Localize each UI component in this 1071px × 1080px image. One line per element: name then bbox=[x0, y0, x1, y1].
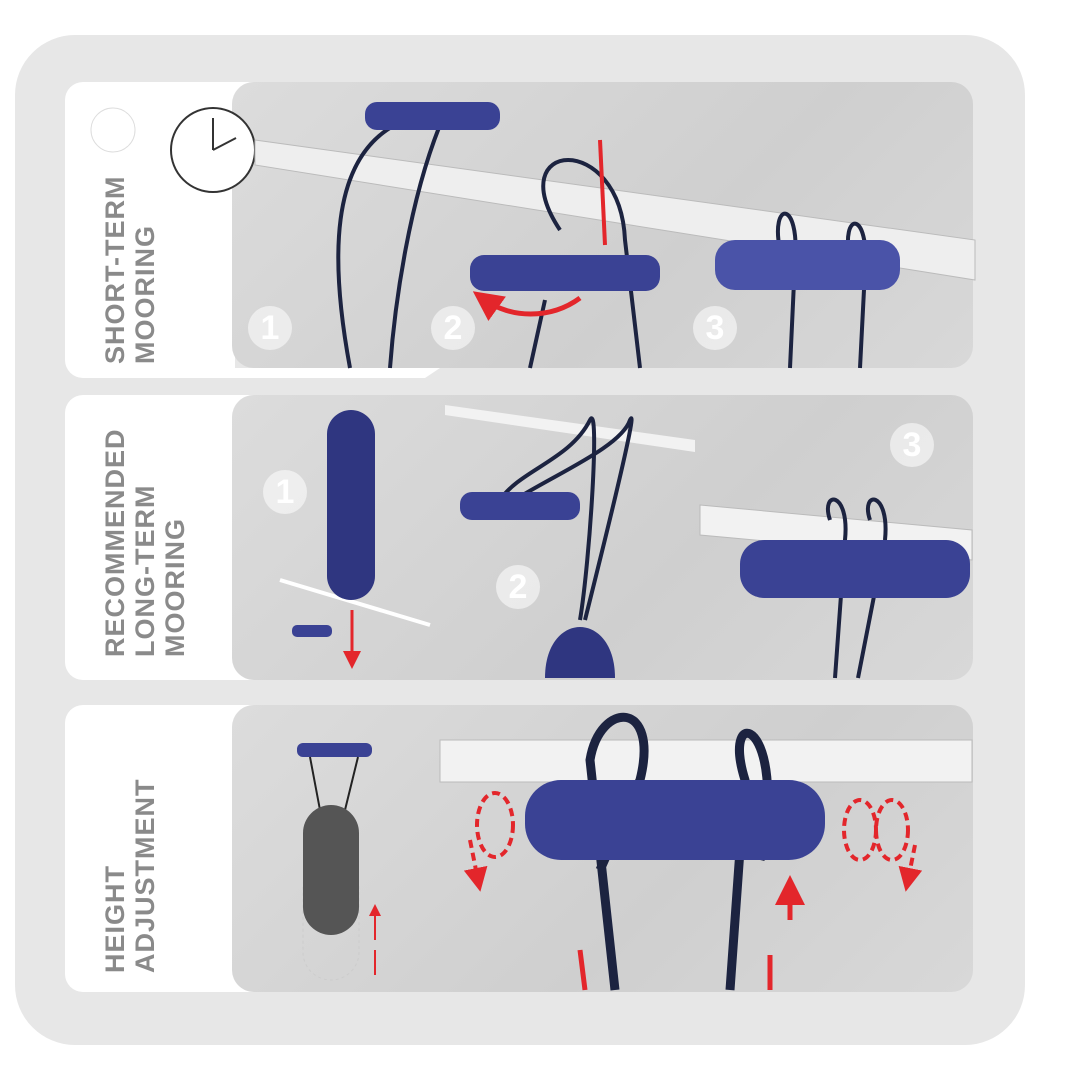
toggle-icon bbox=[292, 625, 332, 637]
step-number-3: 3 bbox=[693, 306, 737, 350]
toggle-icon bbox=[460, 492, 580, 520]
step-number-2: 2 bbox=[431, 306, 475, 350]
rail bbox=[445, 405, 695, 452]
label-area bbox=[65, 705, 265, 992]
toggle-icon bbox=[740, 540, 970, 598]
blank-circle bbox=[90, 107, 136, 153]
toggle-icon bbox=[715, 240, 900, 290]
step-number-1: 1 bbox=[263, 470, 307, 514]
toggle-icon bbox=[365, 102, 500, 130]
fender-icon bbox=[545, 627, 615, 678]
toggle-icon bbox=[297, 743, 372, 757]
up-arrow-icon bbox=[577, 890, 790, 991]
toggle-icon bbox=[525, 780, 825, 860]
step-number-3: 3 bbox=[890, 423, 934, 467]
fender-icon bbox=[303, 805, 359, 935]
label-area bbox=[65, 395, 265, 680]
rail bbox=[439, 739, 973, 783]
step-number-1: 1 bbox=[248, 306, 292, 350]
rotate-arrow-icon bbox=[472, 291, 582, 321]
clock-icon bbox=[170, 107, 256, 193]
fender-icon bbox=[327, 410, 375, 600]
rotate-arrow-icon bbox=[463, 791, 923, 892]
step-number-2: 2 bbox=[496, 565, 540, 609]
toggle-icon bbox=[470, 255, 660, 291]
